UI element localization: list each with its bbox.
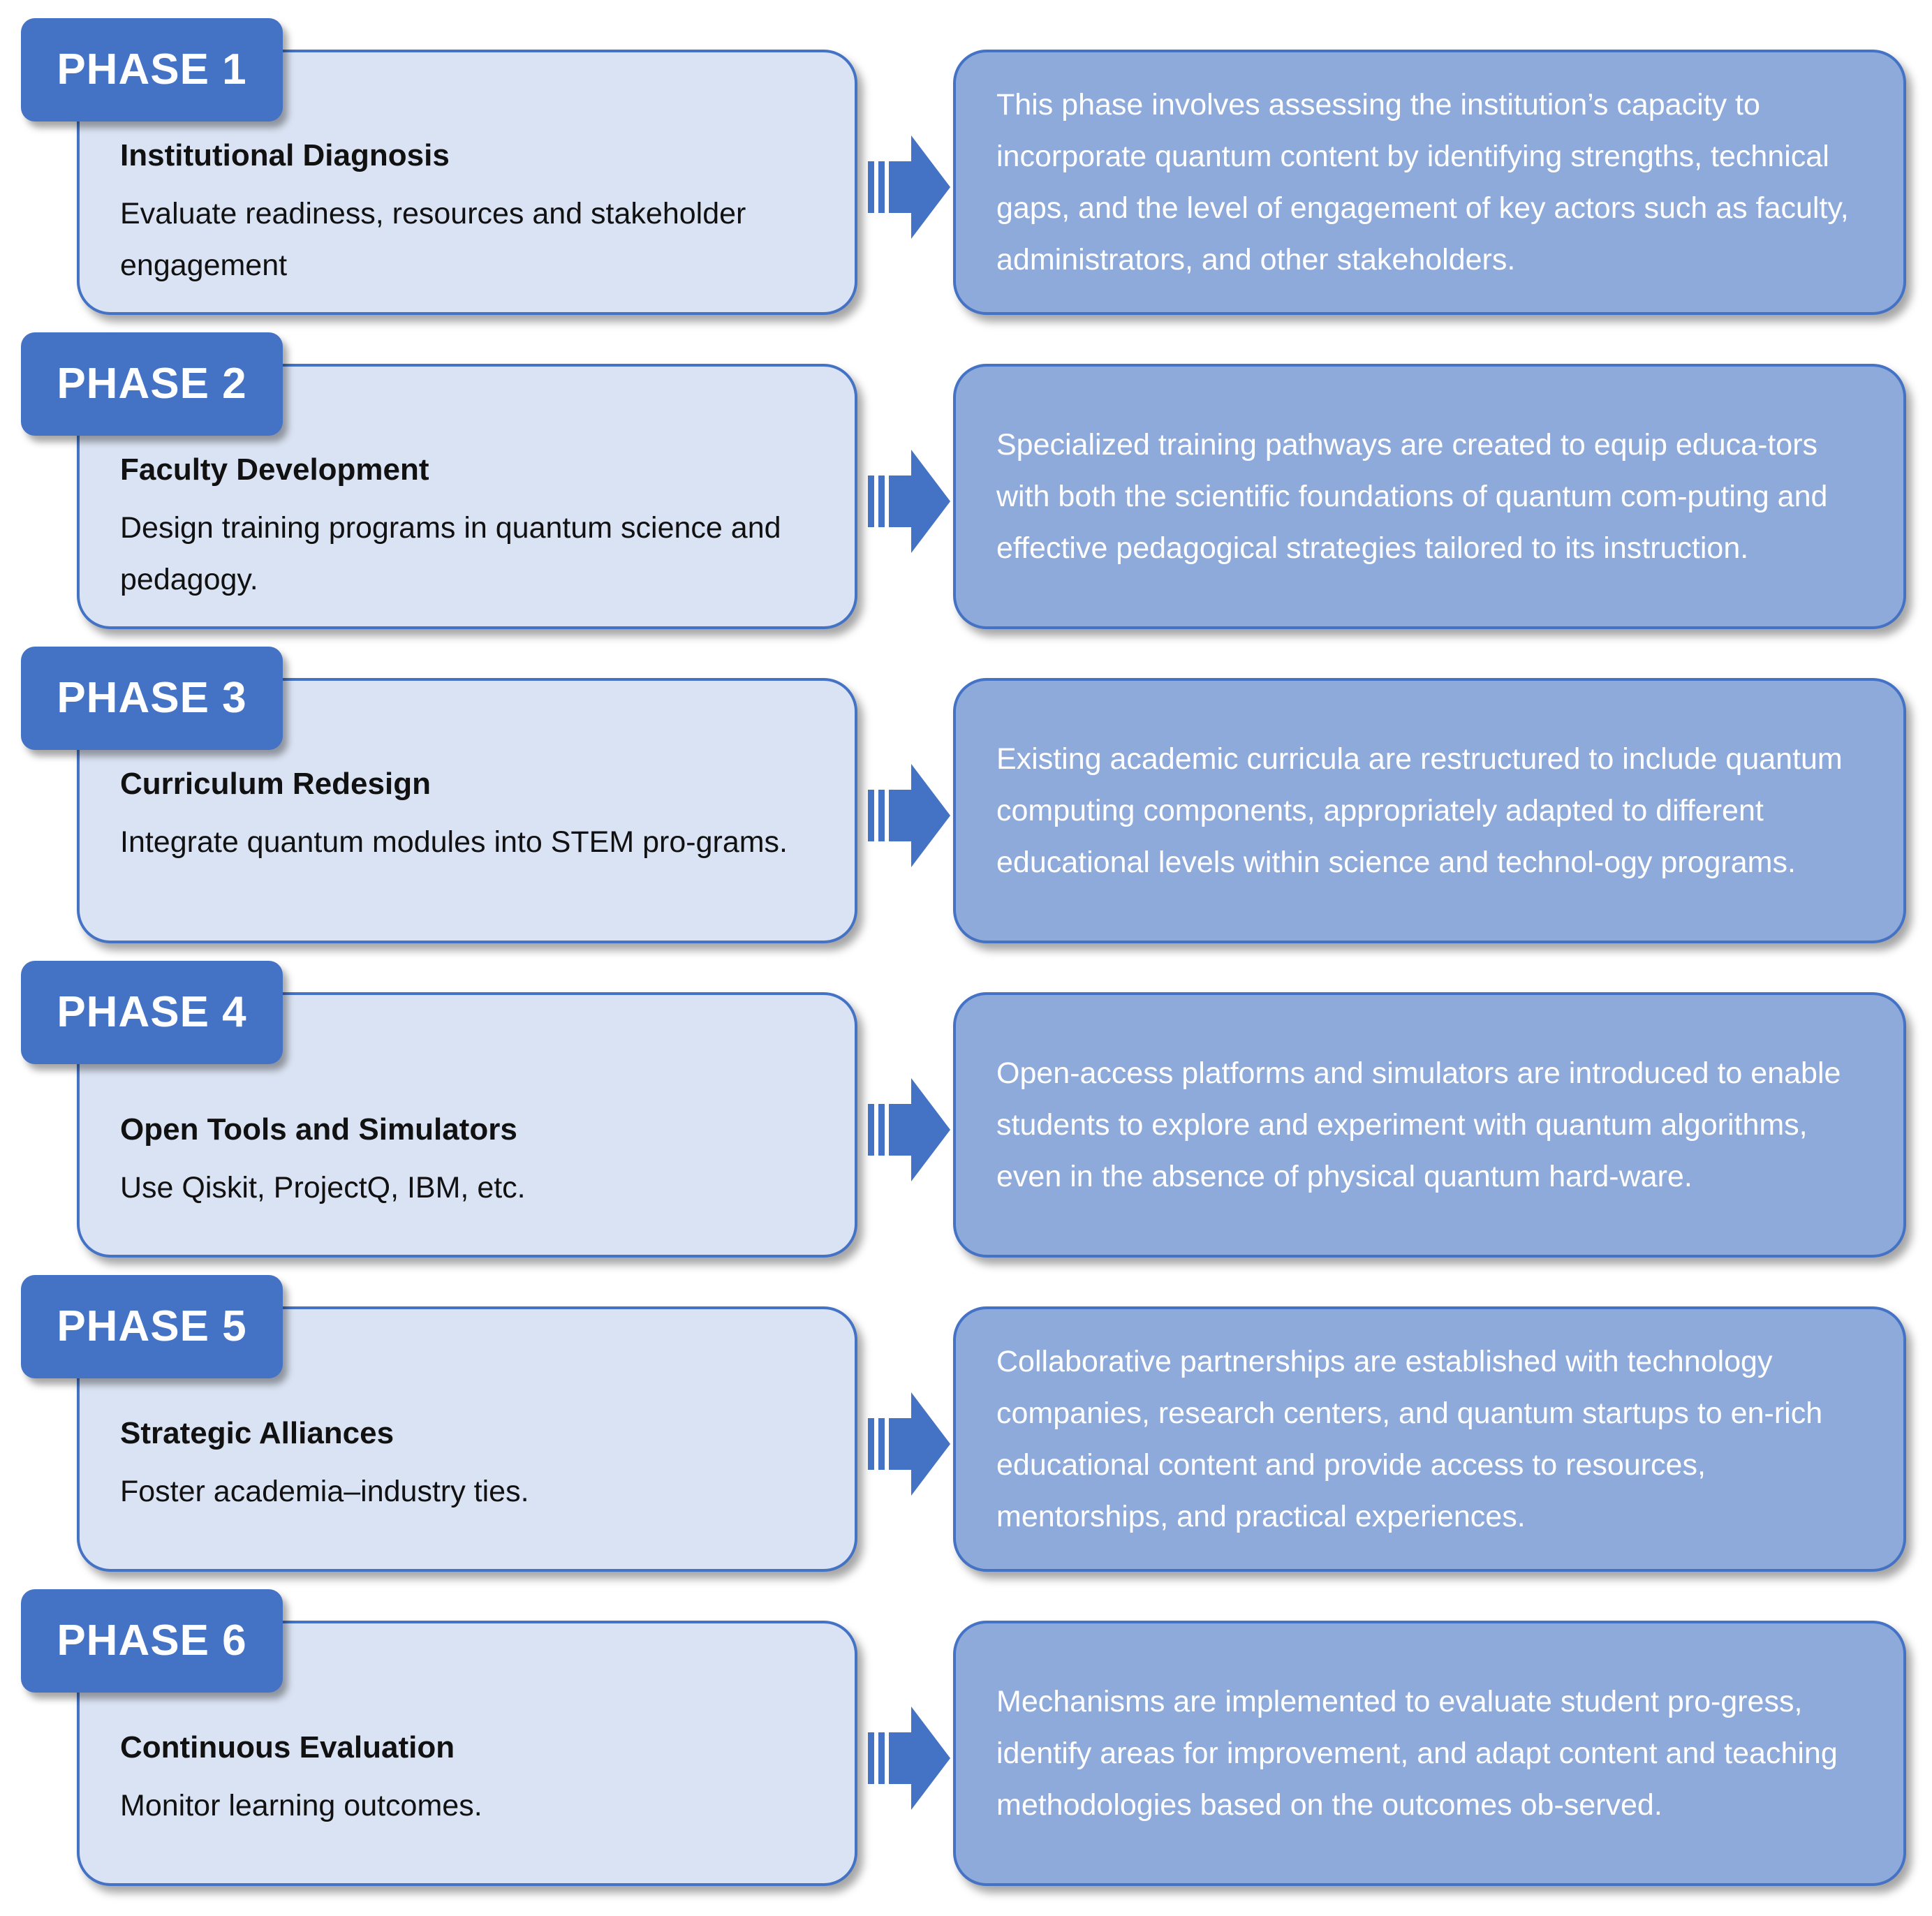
phase-title: Curriculum Redesign (120, 767, 431, 801)
striped-right-arrow-icon (868, 135, 950, 239)
phase-title: Faculty Development (120, 452, 429, 487)
phase-description-card: Existing academic curricula are restruct… (953, 678, 1906, 943)
phase-summary-text: Institutional Diagnosis Evaluate readine… (120, 136, 827, 291)
phase-title: Strategic Alliances (120, 1416, 394, 1450)
phase-description: This phase involves assessing the instit… (996, 88, 1849, 277)
phase-badge: PHASE 2 (21, 332, 283, 436)
phase-subtitle: Foster academia–industry ties. (120, 1475, 529, 1508)
phase-subtitle: Integrate quantum modules into STEM pro-… (120, 825, 788, 859)
phase-summary-text: Continuous Evaluation Monitor learning o… (120, 1728, 827, 1832)
phase-row-4: Open Tools and Simulators Use Qiskit, Pr… (0, 961, 1932, 1274)
striped-right-arrow-icon (868, 1707, 950, 1810)
phase-badge: PHASE 3 (21, 647, 283, 750)
phase-badge: PHASE 5 (21, 1275, 283, 1378)
phase-description: Collaborative partnerships are establish… (996, 1345, 1823, 1533)
phase-description: Mechanisms are implemented to evaluate s… (996, 1685, 1838, 1822)
phase-description: Specialized training pathways are create… (996, 428, 1828, 565)
phase-summary-text: Faculty Development Design training prog… (120, 450, 827, 605)
phase-badge: PHASE 4 (21, 961, 283, 1064)
phase-row-3: Curriculum Redesign Integrate quantum mo… (0, 647, 1932, 959)
phase-row-5: Strategic Alliances Foster academia–indu… (0, 1275, 1932, 1588)
phase-subtitle: Design training programs in quantum scie… (120, 511, 781, 596)
phase-title: Institutional Diagnosis (120, 138, 450, 172)
striped-right-arrow-icon (868, 450, 950, 553)
phase-row-1: Institutional Diagnosis Evaluate readine… (0, 18, 1932, 331)
phase-summary-text: Strategic Alliances Foster academia–indu… (120, 1414, 827, 1517)
phase-summary-card: Institutional Diagnosis Evaluate readine… (77, 50, 857, 315)
striped-right-arrow-icon (868, 1392, 950, 1496)
phase-badge: PHASE 6 (21, 1589, 283, 1693)
phase-subtitle: Monitor learning outcomes. (120, 1789, 482, 1822)
phase-title: Continuous Evaluation (120, 1730, 455, 1764)
phase-description-card: Specialized training pathways are create… (953, 364, 1906, 629)
phase-description-card: Mechanisms are implemented to evaluate s… (953, 1621, 1906, 1886)
phase-summary-text: Curriculum Redesign Integrate quantum mo… (120, 765, 827, 868)
phase-description-card: This phase involves assessing the instit… (953, 50, 1906, 315)
phase-description: Open-access platforms and simulators are… (996, 1056, 1841, 1193)
phase-subtitle: Use Qiskit, ProjectQ, IBM, etc. (120, 1171, 526, 1204)
phase-description-card: Collaborative partnerships are establish… (953, 1306, 1906, 1572)
phase-description: Existing academic curricula are restruct… (996, 742, 1843, 879)
phase-row-2: Faculty Development Design training prog… (0, 332, 1932, 645)
phase-title: Open Tools and Simulators (120, 1112, 517, 1147)
phase-description-card: Open-access platforms and simulators are… (953, 992, 1906, 1258)
phase-summary-text: Open Tools and Simulators Use Qiskit, Pr… (120, 1110, 827, 1214)
striped-right-arrow-icon (868, 1078, 950, 1181)
phase-subtitle: Evaluate readiness, resources and stakeh… (120, 197, 746, 282)
phase-badge: PHASE 1 (21, 18, 283, 121)
phase-row-6: Continuous Evaluation Monitor learning o… (0, 1589, 1932, 1902)
striped-right-arrow-icon (868, 764, 950, 867)
